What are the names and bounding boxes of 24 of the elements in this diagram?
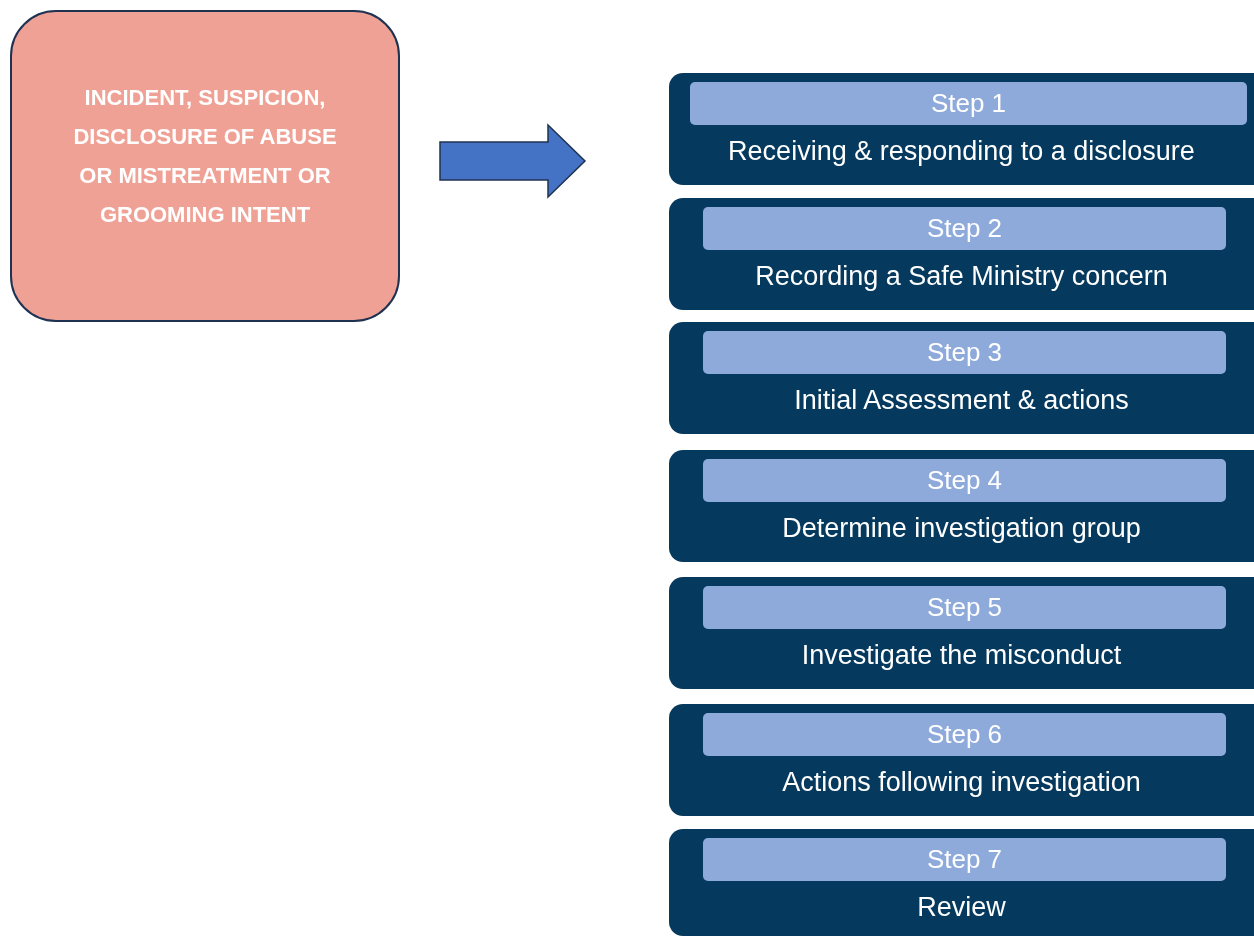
step-label: Step 6 bbox=[703, 713, 1226, 756]
step-label: Step 2 bbox=[703, 207, 1226, 250]
incident-box bbox=[10, 10, 400, 322]
step-label: Step 1 bbox=[690, 82, 1247, 125]
step-label: Step 3 bbox=[703, 331, 1226, 374]
step-label: Step 4 bbox=[703, 459, 1226, 502]
step-box bbox=[669, 73, 1254, 185]
step-box bbox=[669, 322, 1254, 434]
block-arrow bbox=[439, 123, 587, 199]
step-description: Receiving & responding to a disclosure bbox=[727, 135, 1196, 168]
step-box bbox=[669, 450, 1254, 562]
step-box bbox=[669, 577, 1254, 689]
step-box bbox=[669, 704, 1254, 816]
step-description: Determine investigation group bbox=[781, 512, 1142, 545]
step-description: Actions following investigation bbox=[781, 766, 1142, 799]
step-description: Review bbox=[916, 891, 1007, 924]
step-description: Initial Assessment & actions bbox=[793, 384, 1130, 417]
step-label: Step 5 bbox=[703, 586, 1226, 629]
step-description: Investigate the misconduct bbox=[800, 639, 1123, 672]
incident-text: INCIDENT, SUSPICION, DISCLOSURE OF ABUSE OR MISTREATMENT OR GROOMING INTENT bbox=[72, 84, 338, 229]
step-label: Step 7 bbox=[703, 838, 1226, 881]
step-description: Recording a Safe Ministry concern bbox=[754, 260, 1169, 293]
step-box bbox=[669, 829, 1254, 936]
step-box bbox=[669, 198, 1254, 310]
